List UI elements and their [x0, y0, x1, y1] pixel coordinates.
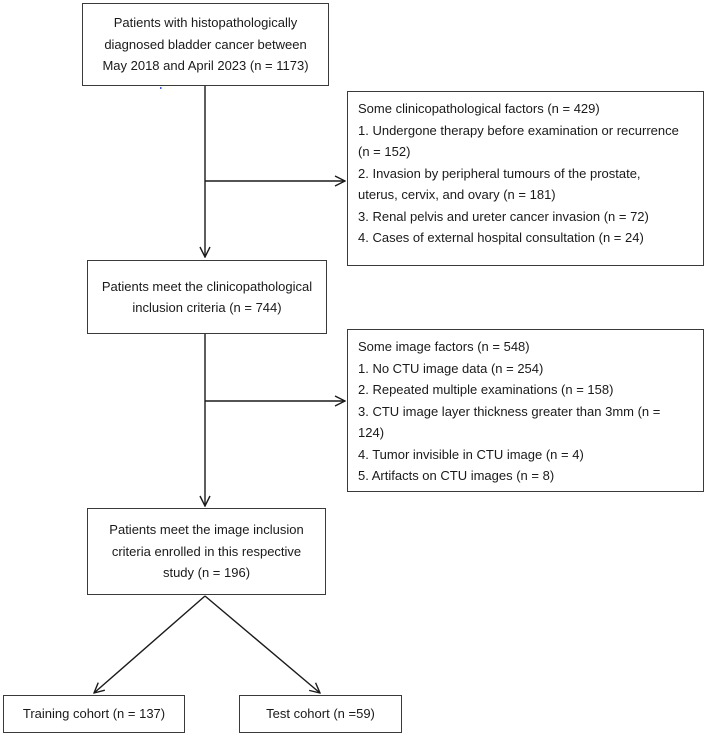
- exclusion-box-clinicopathological: Some clinicopathological factors (n = 42…: [347, 91, 704, 266]
- test-cohort-box: Test cohort (n =59): [239, 695, 402, 733]
- image-line-3: study (n = 196): [162, 565, 251, 581]
- image-inclusion-box: Patients meet the image inclusion criter…: [87, 508, 326, 595]
- excl2-line-4: 3. CTU image layer thickness greater tha…: [358, 403, 661, 419]
- excl1-line-1: Some clinicopathological factors (n = 42…: [358, 101, 600, 116]
- excl2-line-3: 2. Repeated multiple examinations (n = 1…: [358, 382, 614, 397]
- start-line-3: May 2018 and April 2023 (n = 1173): [102, 58, 309, 74]
- excl2-line-2: 1. No CTU image data (n = 254): [358, 360, 544, 376]
- excl2-line-7: 5. Artifacts on CTU images (n = 8): [358, 468, 555, 483]
- excl1-line-7: 4. Cases of external hospital consultati…: [358, 230, 644, 245]
- image-line-1: Patients meet the image inclusion: [109, 522, 304, 538]
- training-label: Training cohort (n = 137): [22, 706, 166, 722]
- start-line-2: diagnosed bladder cancer between: [104, 36, 307, 52]
- excl1-line-6: 3. Renal pelvis and ureter cancer invasi…: [358, 208, 649, 224]
- clinical-inclusion-box: Patients meet the clinicopathological in…: [87, 260, 327, 334]
- excl1-line-3: (n = 152): [358, 144, 411, 159]
- clinical-line-1: Patients meet the clinicopathological: [101, 278, 313, 294]
- arrow-image-to-training: [94, 595, 206, 693]
- test-label: Test cohort (n =59): [266, 706, 375, 722]
- image-line-2: criteria enrolled in this respective: [111, 543, 302, 559]
- excl2-line-5: 124): [358, 425, 385, 440]
- clinical-line-2: inclusion criteria (n = 744): [132, 300, 282, 315]
- start-line-1: Patients with histopathologically: [113, 15, 298, 31]
- training-cohort-box: Training cohort (n = 137): [3, 695, 185, 733]
- excl2-line-6: 4. Tumor invisible in CTU image (n = 4): [358, 446, 584, 462]
- excl2-line-1: Some image factors (n = 548): [358, 339, 530, 354]
- excl1-line-5: uterus, cervix, and ovary (n = 181): [358, 187, 556, 202]
- start-box: Patients with histopathologically diagno…: [82, 3, 329, 86]
- exclusion-box-image: Some image factors (n = 548) 1. No CTU i…: [347, 329, 704, 492]
- arrow-image-to-test: [204, 595, 320, 693]
- excl1-line-2: 1. Undergone therapy before examination …: [358, 122, 679, 138]
- excl1-line-4: 2. Invasion by peripheral tumours of the…: [358, 165, 641, 181]
